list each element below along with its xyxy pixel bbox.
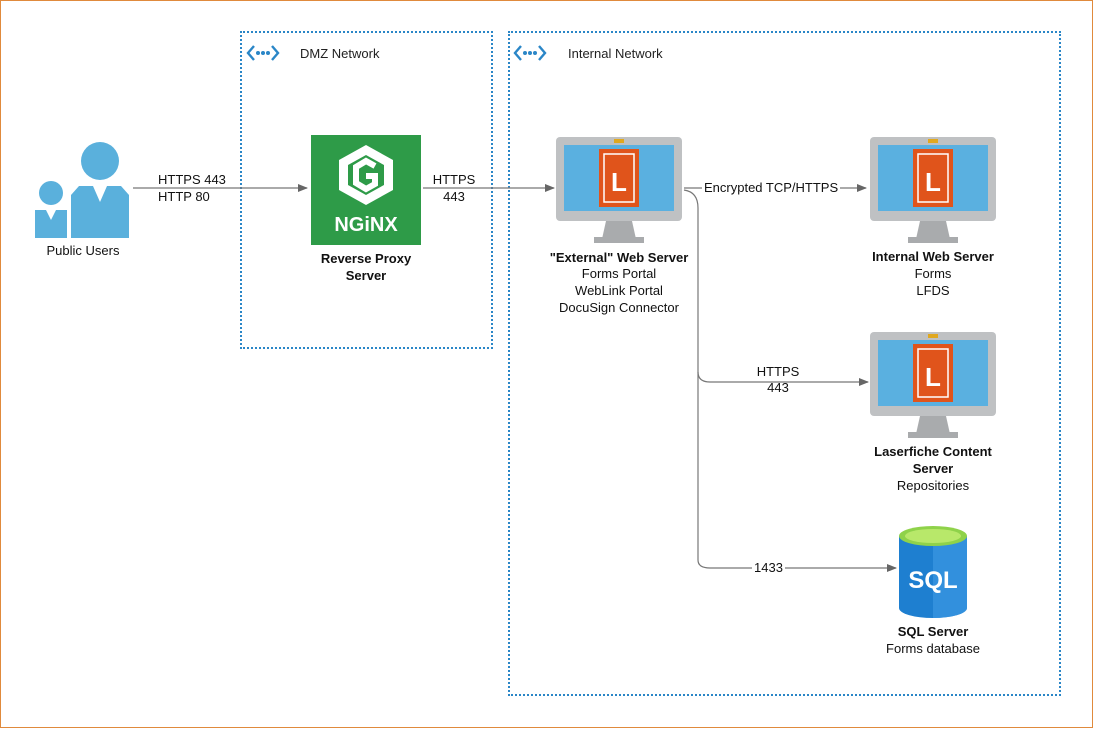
edge-label-external-content-2: 443 (767, 380, 789, 395)
external-web-title: "External" Web Server (549, 250, 689, 265)
public-users-label: Public Users (46, 243, 120, 258)
external-web-line-3: DocuSign Connector (559, 300, 679, 315)
content-server-line-1: Repositories (896, 478, 970, 493)
edge-label-users-proxy-1: HTTPS 443 (158, 172, 226, 187)
sql-logo-text: SQL (908, 567, 957, 594)
internal-zone (508, 31, 1061, 696)
content-server-title-1: Laserfiche Content (874, 444, 992, 459)
proxy-title-1: Reverse Proxy (320, 251, 412, 266)
network-icon (513, 45, 547, 61)
edge-label-external-internal: Encrypted TCP/HTTPS (702, 180, 841, 196)
laserfiche-monitor-icon: L (870, 137, 996, 243)
sql-line-1: Forms database (886, 641, 980, 656)
dmz-zone (240, 31, 493, 349)
internal-zone-title: Internal Network (568, 46, 663, 61)
external-web-line-1: Forms Portal (581, 266, 657, 281)
external-web-line-2: WebLink Portal (575, 283, 663, 298)
edge-label-proxy-external-2: 443 (443, 189, 465, 204)
sql-title: SQL Server (897, 624, 969, 639)
proxy-title-2: Server (345, 268, 387, 283)
nginx-logo-text: NGiNX (334, 214, 398, 236)
internal-web-line-1: Forms (914, 266, 952, 281)
users-icon (35, 142, 129, 238)
edge-label-proxy-external-1: HTTPS (432, 172, 476, 187)
svg-text:L: L (925, 167, 941, 197)
content-server-title-2: Server (912, 461, 954, 476)
edge-label-external-sql: 1433 (752, 560, 785, 576)
svg-text:L: L (925, 362, 941, 392)
laserfiche-monitor-icon: L (870, 332, 996, 438)
internal-web-title: Internal Web Server (872, 249, 994, 264)
edge-external-sql (697, 372, 897, 572)
edge-label-users-proxy-2: HTTP 80 (158, 189, 210, 204)
sql-database-icon: SQL (899, 526, 967, 618)
network-icon (246, 45, 280, 61)
edge-external-content (683, 189, 869, 386)
svg-text:L: L (611, 167, 627, 197)
nginx-logo-icon: NGiNX (311, 135, 421, 245)
laserfiche-monitor-icon: L (556, 137, 682, 243)
dmz-zone-title: DMZ Network (300, 46, 380, 61)
edge-label-external-content-1: HTTPS (756, 364, 800, 379)
internal-web-line-2: LFDS (916, 283, 950, 298)
